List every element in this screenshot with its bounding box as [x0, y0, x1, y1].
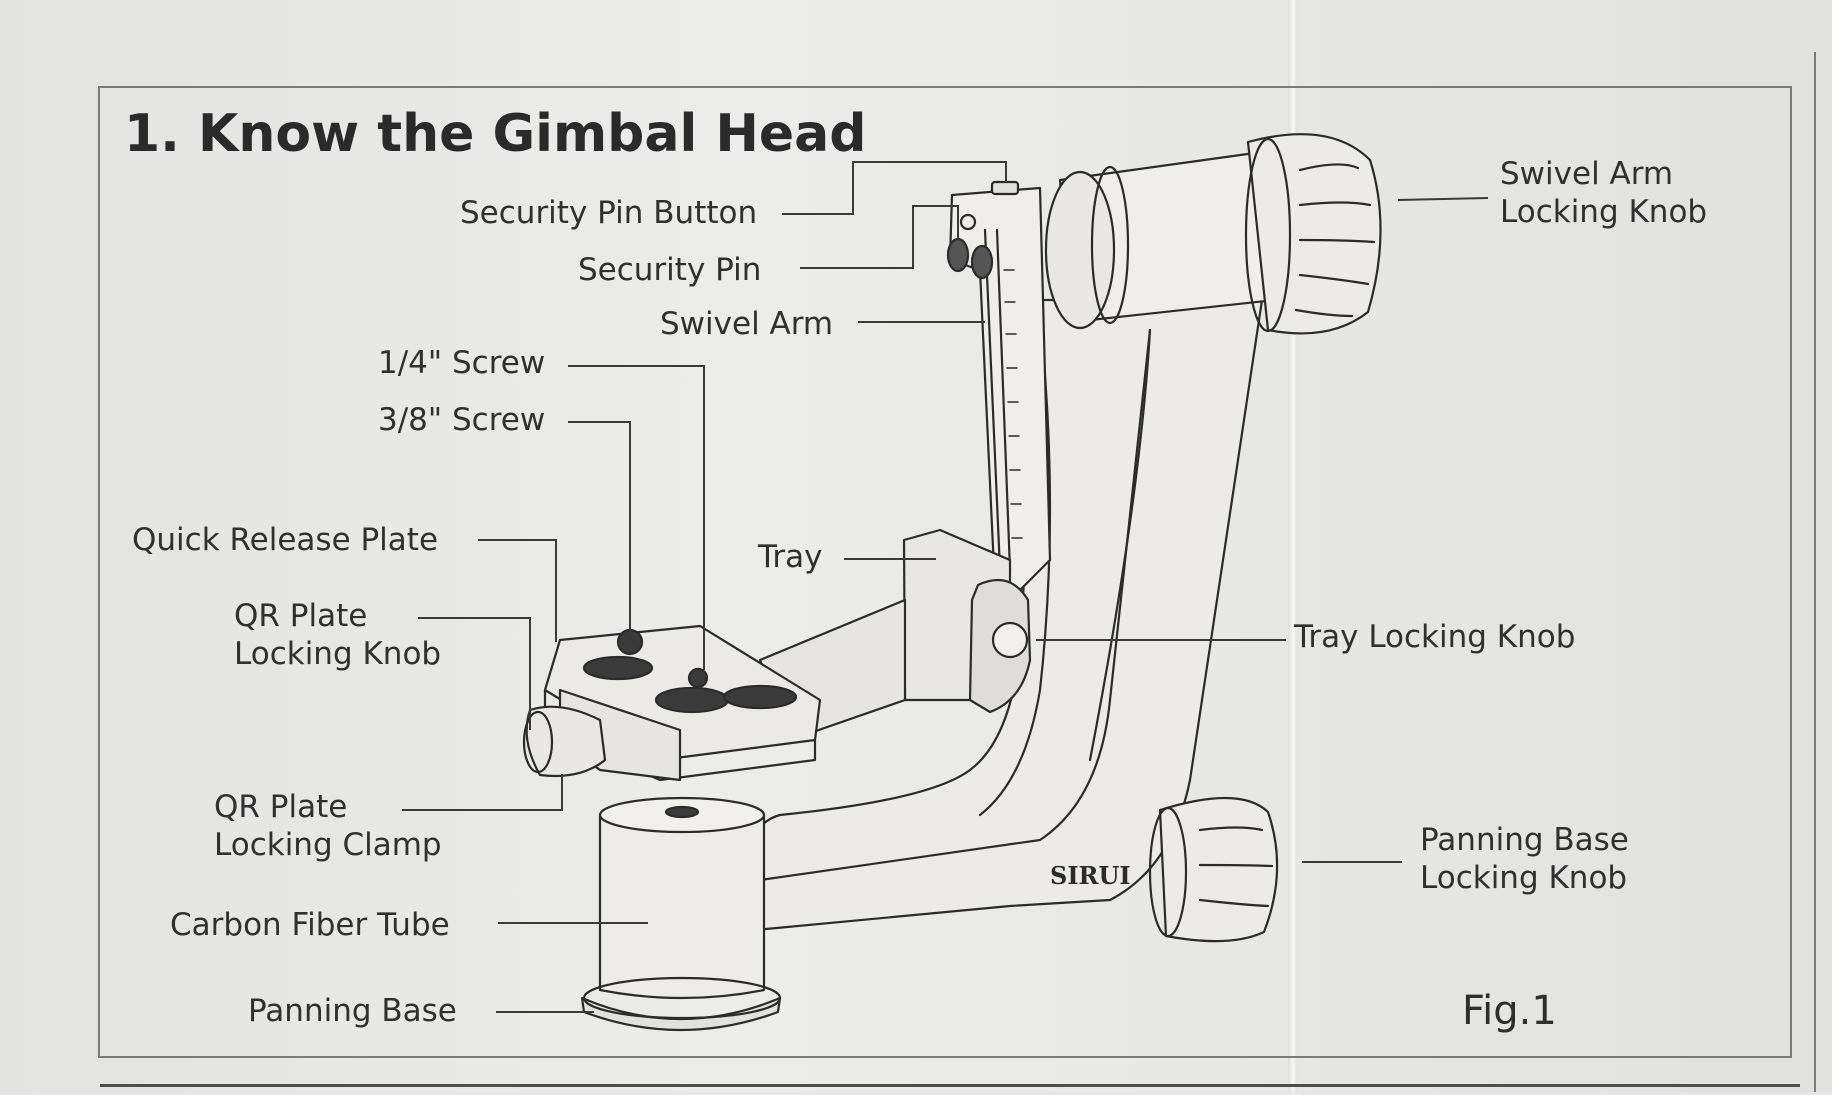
label-panning-base: Panning Base [248, 993, 457, 1029]
label-quick-release-plate: Quick Release Plate [132, 522, 439, 558]
label-swivel-arm-locking-knob: Swivel Arm Locking Knob [1500, 155, 1707, 231]
label-tray: Tray [758, 539, 823, 575]
figure-frame [98, 86, 1792, 1058]
label-panning-base-locking-knob-line1: Panning Base [1420, 822, 1629, 858]
label-three-eighths-screw: 3/8" Screw [378, 402, 546, 438]
security-pin-button-shape [990, 180, 1020, 196]
label-panning-base-locking-knob: Panning Base Locking Knob [1420, 821, 1629, 897]
label-swivel-arm-locking-knob-line2: Locking Knob [1500, 194, 1708, 230]
panning-base-shape [580, 976, 782, 1032]
leader-quarter-screw [568, 365, 705, 670]
swivel-arm-locking-knob-shape [1244, 133, 1382, 335]
panning-base-locking-knob-shape [1148, 796, 1279, 943]
paper-fold [1288, 0, 1298, 1092]
label-swivel-arm-locking-knob-line1: Swivel Arm [1500, 156, 1674, 192]
leader-qr-plate-locking-clamp [402, 774, 563, 811]
label-tray-locking-knob: Tray Locking Knob [1294, 619, 1576, 655]
label-quarter-screw: 1/4" Screw [378, 345, 546, 381]
label-security-pin-button: Security Pin Button [460, 195, 758, 231]
arm-scale [1003, 269, 1023, 539]
leader-qr-plate-locking-knob [418, 617, 531, 730]
qr-plate-locking-knob-shape [525, 705, 607, 778]
label-qr-plate-locking-knob: QR Plate Locking Knob [234, 597, 441, 673]
gimbal-body-inner [758, 328, 1152, 882]
leader-quick-release-plate [478, 539, 557, 642]
label-qr-plate-locking-knob-line1: QR Plate [234, 598, 368, 634]
label-qr-plate-locking-clamp-line2: Locking Clamp [214, 827, 442, 863]
section-title: 1. Know the Gimbal Head [124, 104, 867, 164]
security-pin-shape [946, 237, 970, 273]
label-qr-plate-locking-clamp-line1: QR Plate [214, 789, 348, 825]
label-qr-plate-locking-knob-line2: Locking Knob [234, 636, 442, 672]
leader-lines [402, 161, 1489, 1013]
leader-security-pin [800, 205, 959, 269]
figure-label: Fig.1 [1462, 988, 1557, 1034]
leader-swivel-arm-locking-knob [1397, 197, 1489, 201]
label-panning-base-locking-knob-line2: Locking Knob [1420, 860, 1628, 896]
label-qr-plate-locking-clamp: QR Plate Locking Clamp [214, 788, 442, 864]
next-section-frame-edge [100, 1084, 1800, 1095]
carbon-fiber-tube-shape [598, 813, 766, 1000]
brand-logo: SIRUI [1050, 861, 1131, 890]
next-column-frame-edge [1814, 52, 1832, 1092]
label-swivel-arm: Swivel Arm [660, 306, 834, 342]
label-carbon-fiber-tube: Carbon Fiber Tube [170, 907, 450, 943]
leader-security-pin-button [782, 161, 1007, 215]
label-security-pin: Security Pin [578, 252, 762, 288]
leader-three-eighths-screw [568, 421, 631, 630]
three-eighths-screw-shape [616, 628, 644, 656]
gimbal-body-outline [746, 298, 1264, 932]
quarter-screw-shape [687, 667, 709, 689]
